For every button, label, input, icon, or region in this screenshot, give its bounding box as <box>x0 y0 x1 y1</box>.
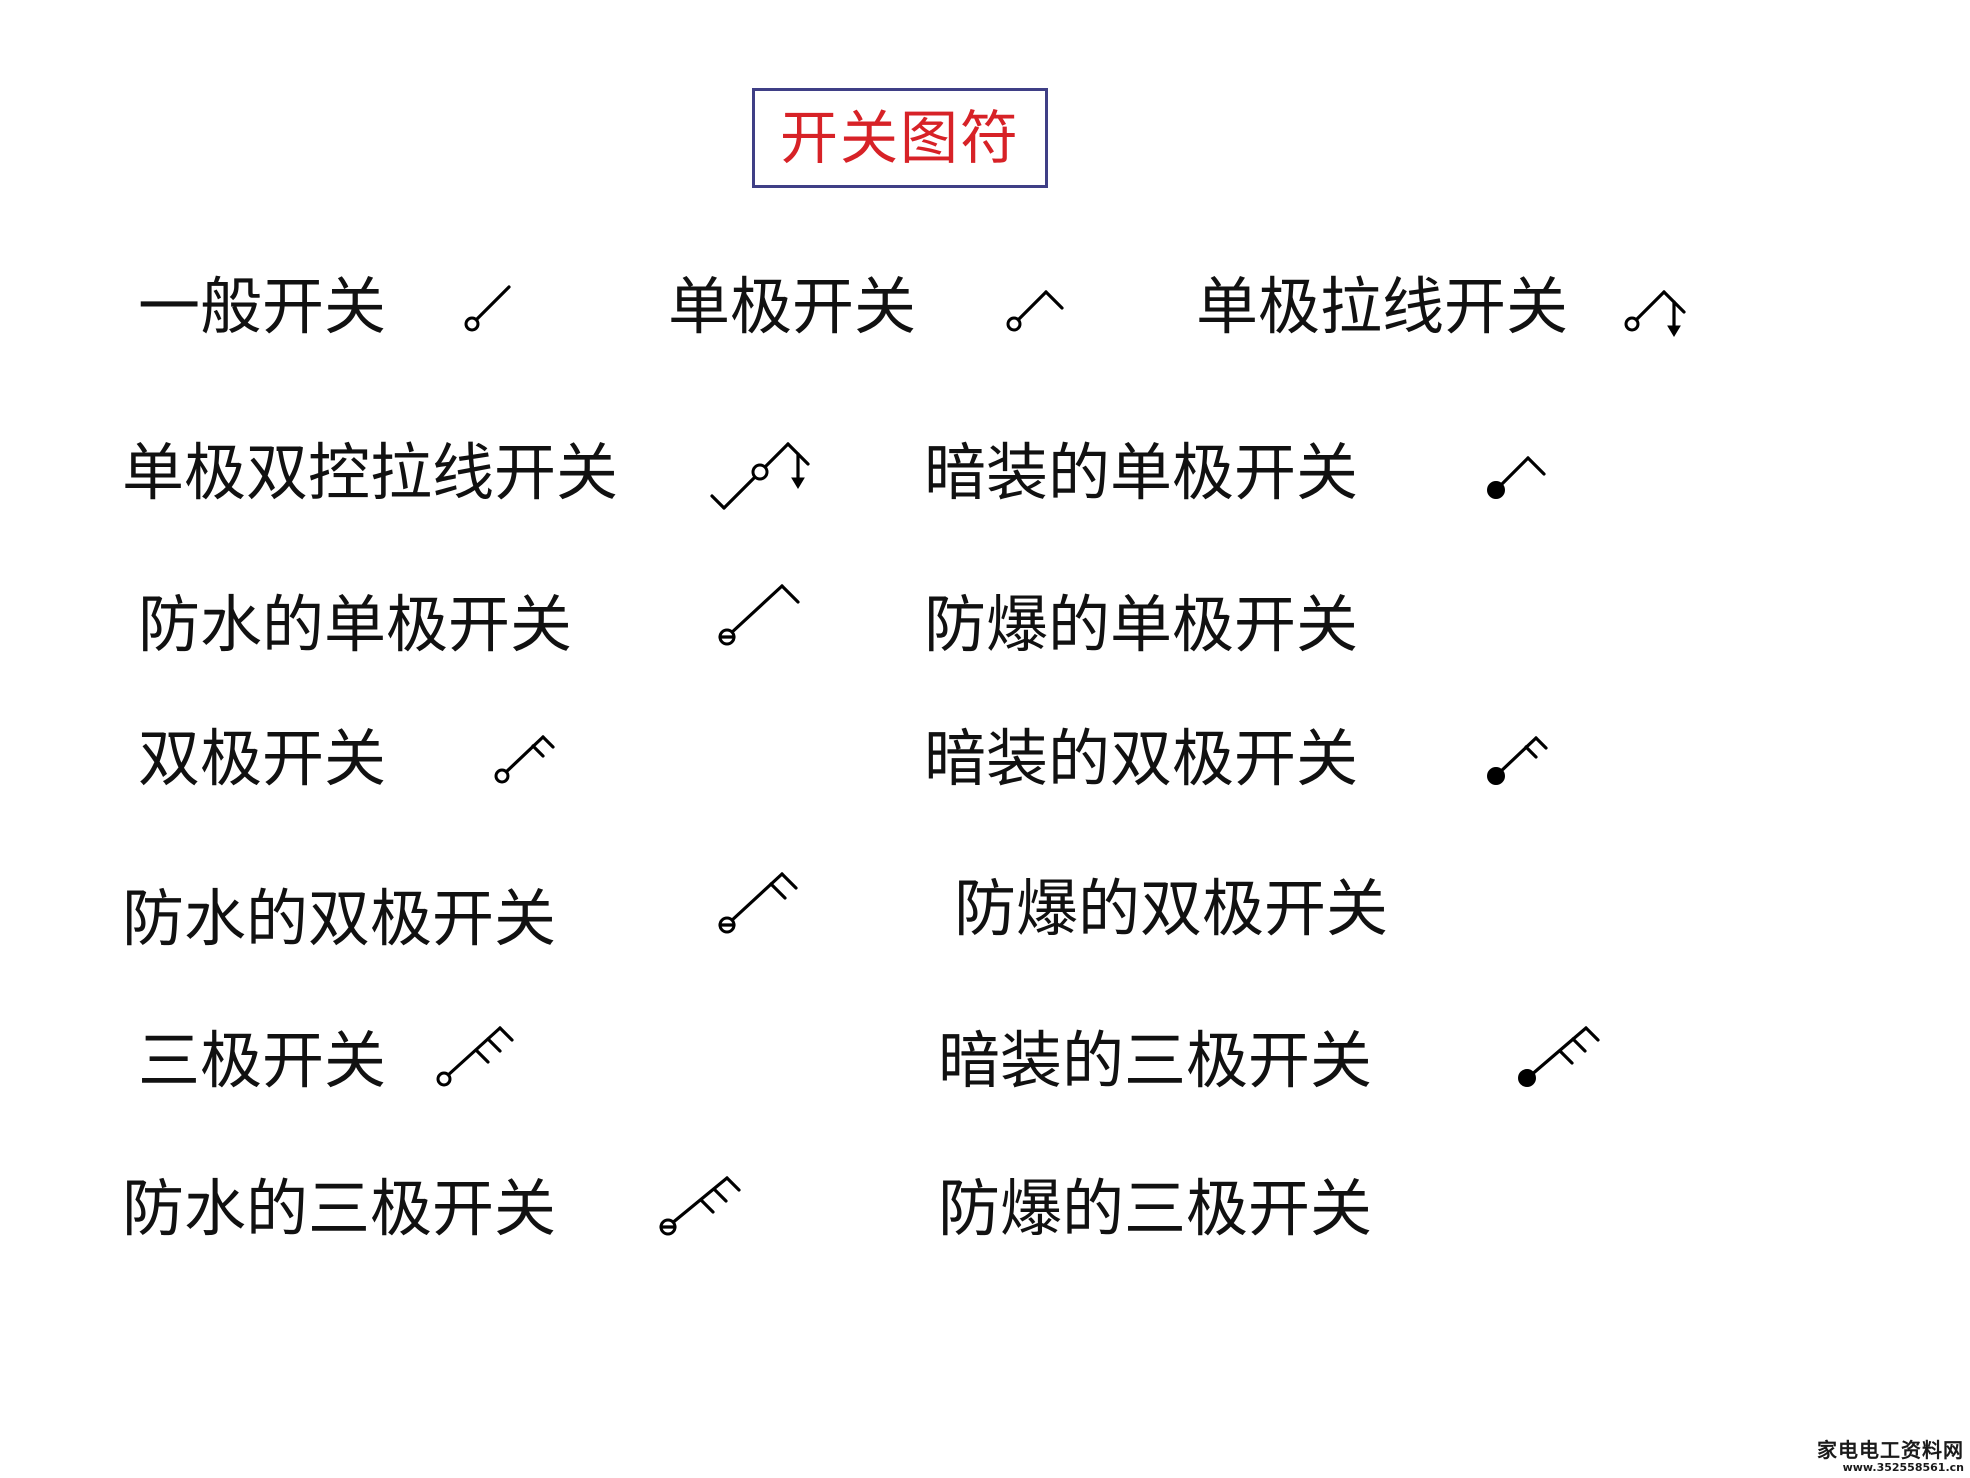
waterproof-single-pole-switch-icon <box>718 584 800 646</box>
concealed-single-pole-switch-icon <box>1487 456 1546 499</box>
watermark-site-name: 家电电工资料网 <box>1817 1437 1964 1462</box>
label-concealed-double-pole-switch: 暗装的双极开关 <box>924 722 1359 795</box>
label-concealed-single-pole-switch: 暗装的单极开关 <box>924 436 1359 509</box>
concealed-double-pole-switch-icon <box>1487 736 1548 785</box>
single-pole-switch-icon <box>1006 290 1064 332</box>
single-pole-two-way-pull-cord-switch-icon <box>710 442 810 510</box>
waterproof-double-pole-switch-icon <box>718 872 798 934</box>
label-explosion-proof-triple-pole-switch: 防爆的三极开关 <box>938 1172 1373 1245</box>
label-single-pole-pull-cord-switch: 单极拉线开关 <box>1196 270 1569 343</box>
general-switch-icon <box>464 285 511 332</box>
label-single-pole-switch: 单极开关 <box>668 270 917 343</box>
label-triple-pole-switch: 三极开关 <box>138 1024 387 1097</box>
watermark: 家电电工资料网 www.352558561.cn <box>1817 1439 1964 1474</box>
waterproof-triple-pole-switch-icon <box>659 1176 741 1236</box>
label-double-pole-switch: 双极开关 <box>138 722 387 795</box>
label-explosion-proof-double-pole-switch: 防爆的双极开关 <box>954 872 1389 945</box>
triple-pole-switch-icon <box>436 1026 514 1087</box>
label-single-pole-two-way-pull-cord-switch: 单极双控拉线开关 <box>122 436 619 509</box>
concealed-triple-pole-switch-icon <box>1518 1026 1600 1087</box>
label-general-switch: 一般开关 <box>138 270 387 343</box>
label-concealed-triple-pole-switch: 暗装的三极开关 <box>938 1024 1373 1097</box>
label-waterproof-triple-pole-switch: 防水的三极开关 <box>122 1172 557 1245</box>
label-waterproof-single-pole-switch: 防水的单极开关 <box>138 588 573 661</box>
title-box: 开关图符 <box>752 88 1048 188</box>
label-explosion-proof-single-pole-switch: 防爆的单极开关 <box>924 588 1359 661</box>
watermark-url: www.352558561.cn <box>1842 1460 1964 1474</box>
page-title: 开关图符 <box>779 104 1020 172</box>
label-waterproof-double-pole-switch: 防水的双极开关 <box>122 882 557 955</box>
single-pole-pull-cord-switch-icon <box>1624 290 1686 337</box>
double-pole-switch-icon <box>494 735 555 784</box>
